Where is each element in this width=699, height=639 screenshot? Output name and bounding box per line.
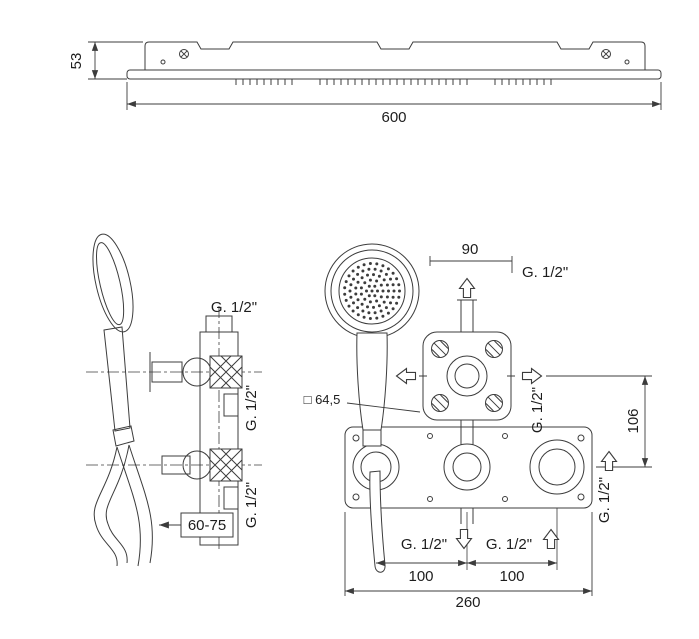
- dim-label-bar-width: 600: [381, 109, 406, 126]
- wall-bracket: [151, 361, 183, 383]
- mixer-lever: [369, 470, 386, 573]
- thermostat-valve-inner: [454, 363, 480, 389]
- overhead-shower-side-view: [126, 41, 662, 85]
- screw-icon: [177, 47, 191, 61]
- mixer-front-view: [324, 243, 593, 573]
- middle-outlet-stub: [223, 393, 239, 417]
- bottom-outlet-stub: [223, 486, 239, 510]
- flow-up-arrow-icon: [458, 277, 476, 299]
- dimension-labels: 53 600 G. 1/2" G. 1/2" G. 1/2" 60-75 90 …: [68, 53, 642, 611]
- dim-label-plate-size: □ 64,5: [304, 392, 341, 407]
- hand-shower-face-ring: [330, 249, 414, 333]
- spray-nozzles: [235, 79, 552, 85]
- top-pipe: [457, 299, 477, 332]
- hand-shower-head: [92, 233, 134, 333]
- shower-hose: [105, 444, 130, 564]
- label-left-middle-connection: G. 1/2": [243, 385, 260, 431]
- label-right-top-connection: G. 1/2": [522, 264, 568, 281]
- hand-shower-face-ring: [338, 257, 406, 325]
- flow-up-arrow-icon: [600, 450, 618, 472]
- top-view-dimensions: [88, 41, 662, 110]
- label-left-bottom-connection: G. 1/2": [243, 482, 260, 528]
- top-valve-section: [209, 355, 243, 389]
- screw-hole: [577, 493, 585, 501]
- label-bottom-left-connection: G. 1/2": [401, 536, 447, 553]
- shower-hose: [93, 446, 118, 567]
- screw-hole: [624, 59, 630, 65]
- label-left-top-connection: G. 1/2": [211, 299, 257, 316]
- label-side-connection: G. 1/2": [529, 387, 546, 433]
- label-bottom-right-connection: G. 1/2": [486, 536, 532, 553]
- screw-hole: [352, 434, 360, 442]
- right-valve-inner: [538, 448, 576, 486]
- dim-label-vertical-offset: 106: [625, 408, 642, 433]
- hand-shower-side-view: [86, 233, 262, 567]
- thermostat-valve: [446, 355, 488, 397]
- screw-hole: [502, 496, 508, 502]
- riser-pipe: [460, 420, 474, 445]
- plate-size-leader: [346, 402, 421, 413]
- screw-hole: [427, 496, 433, 502]
- shower-hose: [128, 444, 153, 564]
- center-valve-inner: [452, 452, 482, 482]
- dim-label-spacing-left: 100: [408, 568, 433, 585]
- flow-right-arrow-icon: [521, 367, 543, 385]
- hand-shower-handle-front: [356, 332, 388, 431]
- right-view-dimensions: [344, 256, 652, 596]
- bottom-valve-section: [209, 448, 243, 482]
- right-valve: [529, 439, 585, 495]
- spray-dot-grid: [343, 262, 401, 320]
- center-valve: [443, 443, 491, 491]
- dim-label-depth-range: 60-75: [188, 517, 226, 534]
- hose-connector: [112, 425, 135, 447]
- flow-down-arrow-icon: [455, 528, 473, 550]
- shower-bar-body: [144, 41, 646, 70]
- hose-nut: [362, 429, 382, 447]
- hand-shower-face-line: [96, 242, 125, 326]
- screw-hole: [577, 434, 585, 442]
- dim-label-top-offset: 90: [462, 241, 479, 258]
- flow-left-arrow-icon: [395, 367, 417, 385]
- bottom-pipe: [460, 508, 474, 524]
- flow-up-arrow-icon: [542, 528, 560, 550]
- bottom-valve-bracket: [161, 455, 191, 475]
- screw-icon: [599, 47, 613, 61]
- hand-shower-handle: [103, 326, 131, 432]
- screw-hole: [160, 59, 166, 65]
- depth-range-box: [180, 512, 234, 538]
- screw-hole: [352, 493, 360, 501]
- label-right-outlet-connection: G. 1/2": [596, 477, 613, 523]
- dim-label-bar-height: 53: [68, 53, 85, 70]
- dim-label-total-width: 260: [455, 594, 480, 611]
- valve-column: [199, 331, 239, 546]
- screw-hole: [502, 433, 508, 439]
- shower-hose: [116, 446, 141, 567]
- screw-hole: [427, 433, 433, 439]
- dim-label-spacing-right: 100: [499, 568, 524, 585]
- shower-bar-flange: [126, 69, 662, 80]
